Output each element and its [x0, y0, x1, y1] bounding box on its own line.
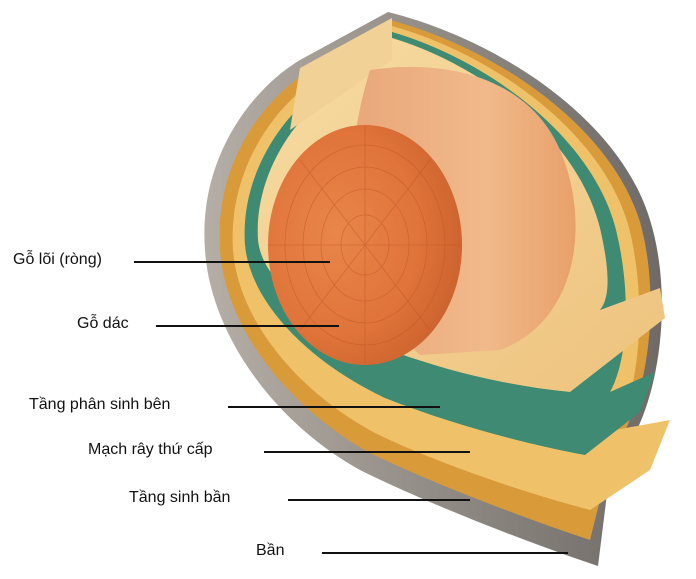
label-heartwood: Gỗ lõi (ròng) — [13, 251, 102, 269]
leader-sapwood — [156, 325, 339, 327]
label-cork-cambium: Tầng sinh bần — [129, 489, 230, 507]
leader-cork — [322, 552, 568, 554]
leader-secondary-phloem — [264, 451, 470, 453]
leader-heartwood — [134, 261, 330, 263]
label-vascular-cambium: Tầng phân sinh bên — [29, 396, 170, 414]
label-cork: Bần — [256, 542, 284, 560]
leader-cork-cambium — [288, 499, 470, 501]
leader-vascular-cambium — [228, 406, 440, 408]
label-secondary-phloem: Mạch rây thứ cấp — [88, 441, 213, 459]
label-sapwood: Gỗ dác — [77, 315, 129, 333]
